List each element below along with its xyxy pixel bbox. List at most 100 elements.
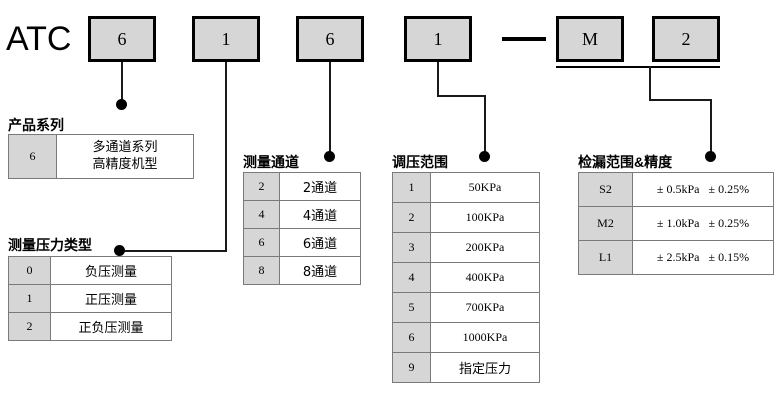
cell-code: 1	[392, 172, 431, 203]
connector-pressure-range-vertical-2	[484, 95, 486, 156]
cell-code: 0	[8, 256, 51, 285]
table-row[interactable]: 6 1000KPa	[392, 322, 540, 353]
connector-pressure-range-horizontal	[437, 95, 485, 97]
code-box-channels-value: 6	[325, 29, 335, 49]
table-row[interactable]: 0 负压测量	[8, 256, 172, 285]
leak-accuracy: ± 0.25%	[708, 182, 750, 196]
code-box-leak-model[interactable]: M	[556, 16, 624, 62]
code-box-leak-grade[interactable]: 2	[652, 16, 720, 62]
brand-logo: ATC	[6, 20, 72, 58]
table-pressure-type: 0 负压测量 1 正压测量 2 正负压测量	[8, 256, 172, 341]
table-row[interactable]: 2 正负压测量	[8, 312, 172, 341]
connector-dot-pressure-type	[114, 245, 125, 256]
series-desc-line2: 高精度机型	[92, 156, 158, 172]
series-desc-line1: 多通道系列	[92, 140, 158, 156]
cell-value: 正压测量	[50, 284, 172, 313]
connector-dot-channels	[324, 151, 335, 162]
connector-pressure-type-horizontal	[119, 250, 227, 252]
caption-pressure-range: 调压范围	[392, 154, 448, 170]
leak-range: ± 0.5kPa	[656, 182, 700, 196]
caption-leak: 检漏范围&精度	[578, 154, 673, 170]
cell-description: 多通道系列 高精度机型	[56, 134, 194, 179]
connector-series	[121, 62, 123, 104]
cell-value: ± 2.5kPa ± 0.15%	[632, 240, 774, 275]
code-box-pressure-range[interactable]: 1	[404, 16, 472, 62]
cell-value: 200KPa	[430, 232, 540, 263]
table-pressure-range: 1 50KPa 2 100KPa 3 200KPa 4 400KPa 5 700…	[392, 172, 540, 383]
table-row[interactable]: L1 ± 2.5kPa ± 0.15%	[578, 240, 774, 275]
cell-code: L1	[578, 240, 633, 275]
table-row[interactable]: 2 100KPa	[392, 202, 540, 233]
leak-range: ± 2.5kPa	[656, 250, 700, 264]
cell-value: 2通道	[279, 172, 361, 201]
cell-value: 正负压测量	[50, 312, 172, 341]
cell-code: M2	[578, 206, 633, 241]
connector-dot-leak	[705, 151, 716, 162]
connector-pressure-range-vertical-1	[437, 62, 439, 96]
cell-value: ± 1.0kPa ± 0.25%	[632, 206, 774, 241]
cell-code: 9	[392, 352, 431, 383]
table-row[interactable]: S2 ± 0.5kPa ± 0.25%	[578, 172, 774, 207]
leak-accuracy: ± 0.25%	[708, 216, 750, 230]
table-row[interactable]: 1 50KPa	[392, 172, 540, 203]
cell-code: S2	[578, 172, 633, 207]
cell-code: 4	[243, 200, 280, 229]
cell-code: 2	[8, 312, 51, 341]
table-row[interactable]: 8 8通道	[243, 256, 361, 285]
cell-value: ± 0.5kPa ± 0.25%	[632, 172, 774, 207]
connector-channels	[329, 62, 331, 156]
code-box-channels[interactable]: 6	[296, 16, 364, 62]
cell-code: 6	[392, 322, 431, 353]
caption-pressure-type: 测量压力类型	[8, 237, 92, 253]
caption-series: 产品系列	[8, 117, 64, 133]
cell-value: 50KPa	[430, 172, 540, 203]
connector-leak-horizontal	[649, 99, 711, 101]
code-box-series[interactable]: 6	[88, 16, 156, 62]
cell-value: 6通道	[279, 228, 361, 257]
cell-value: 1000KPa	[430, 322, 540, 353]
connector-dot-series	[116, 99, 127, 110]
table-channels: 2 2通道 4 4通道 6 6通道 8 8通道	[243, 172, 361, 285]
cell-code: 3	[392, 232, 431, 263]
cell-code: 6	[8, 134, 57, 179]
cell-code: 2	[243, 172, 280, 201]
table-row[interactable]: 6 6通道	[243, 228, 361, 257]
connector-leak-vertical-1	[649, 66, 651, 100]
code-box-leak-model-value: M	[581, 29, 598, 49]
table-row[interactable]: 2 2通道	[243, 172, 361, 201]
cell-code: 2	[392, 202, 431, 233]
connector-pressure-type-vertical	[225, 62, 227, 251]
cell-value: 负压测量	[50, 256, 172, 285]
table-leak: S2 ± 0.5kPa ± 0.25% M2 ± 1.0kPa ± 0.25% …	[578, 172, 774, 275]
table-row[interactable]: 4 400KPa	[392, 262, 540, 293]
code-box-series-value: 6	[117, 29, 127, 49]
cell-value: 4通道	[279, 200, 361, 229]
table-row[interactable]: 5 700KPa	[392, 292, 540, 323]
leak-accuracy: ± 0.15%	[708, 250, 750, 264]
table-row[interactable]: 1 正压测量	[8, 284, 172, 313]
cell-code: 8	[243, 256, 280, 285]
table-row[interactable]: 3 200KPa	[392, 232, 540, 263]
table-series: 6 多通道系列 高精度机型	[8, 134, 194, 179]
cell-value: 100KPa	[430, 202, 540, 233]
connector-leak-vertical-2	[710, 99, 712, 156]
leak-range: ± 1.0kPa	[656, 216, 700, 230]
connector-dot-pressure-range	[479, 151, 490, 162]
table-row[interactable]: 6 多通道系列 高精度机型	[8, 134, 194, 179]
cell-code: 5	[392, 292, 431, 323]
cell-value: 8通道	[279, 256, 361, 285]
code-box-pressure-type[interactable]: 1	[192, 16, 260, 62]
table-row[interactable]: 9 指定压力	[392, 352, 540, 383]
cell-value: 400KPa	[430, 262, 540, 293]
cell-value: 指定压力	[430, 352, 540, 383]
cell-code: 1	[8, 284, 51, 313]
table-row[interactable]: M2 ± 1.0kPa ± 0.25%	[578, 206, 774, 241]
code-box-leak-grade-value: 2	[681, 29, 691, 49]
table-row[interactable]: 4 4通道	[243, 200, 361, 229]
cell-value: 700KPa	[430, 292, 540, 323]
separator-dash	[502, 37, 546, 41]
cell-code: 4	[392, 262, 431, 293]
caption-channels: 测量通道	[243, 154, 299, 170]
code-box-pressure-type-value: 1	[221, 29, 231, 49]
